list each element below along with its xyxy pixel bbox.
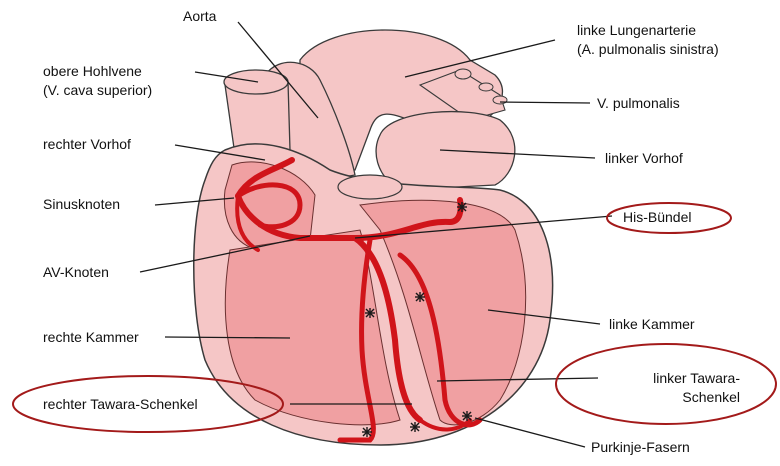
label-aorta: Aorta xyxy=(183,8,216,25)
label-lungenarterie-2: (A. pulmonalis sinistra) xyxy=(577,41,719,58)
label-sinusknoten: Sinusknoten xyxy=(43,196,120,213)
label-vena-cava-2: (V. cava superior) xyxy=(43,82,152,99)
label-v-pulmonalis: V. pulmonalis xyxy=(597,95,680,112)
label-purkinje-fasern: Purkinje-Fasern xyxy=(591,439,690,456)
label-linke-kammer: linke Kammer xyxy=(609,316,695,333)
label-linker-tawara-1: linker Tawara- xyxy=(590,370,740,387)
label-rechter-vorhof: rechter Vorhof xyxy=(43,136,131,153)
label-rechter-tawara-schenkel: rechter Tawara-Schenkel xyxy=(43,396,198,413)
label-av-knoten: AV-Knoten xyxy=(43,264,109,281)
label-linker-vorhof: linker Vorhof xyxy=(605,150,683,167)
label-vena-cava-1: obere Hohlvene xyxy=(43,63,142,80)
label-linker-tawara-2: Schenkel xyxy=(590,389,740,406)
label-rechte-kammer: rechte Kammer xyxy=(43,329,139,346)
label-lungenarterie-1: linke Lungenarterie xyxy=(577,22,696,39)
label-his-buendel: His-Bündel xyxy=(623,209,691,226)
